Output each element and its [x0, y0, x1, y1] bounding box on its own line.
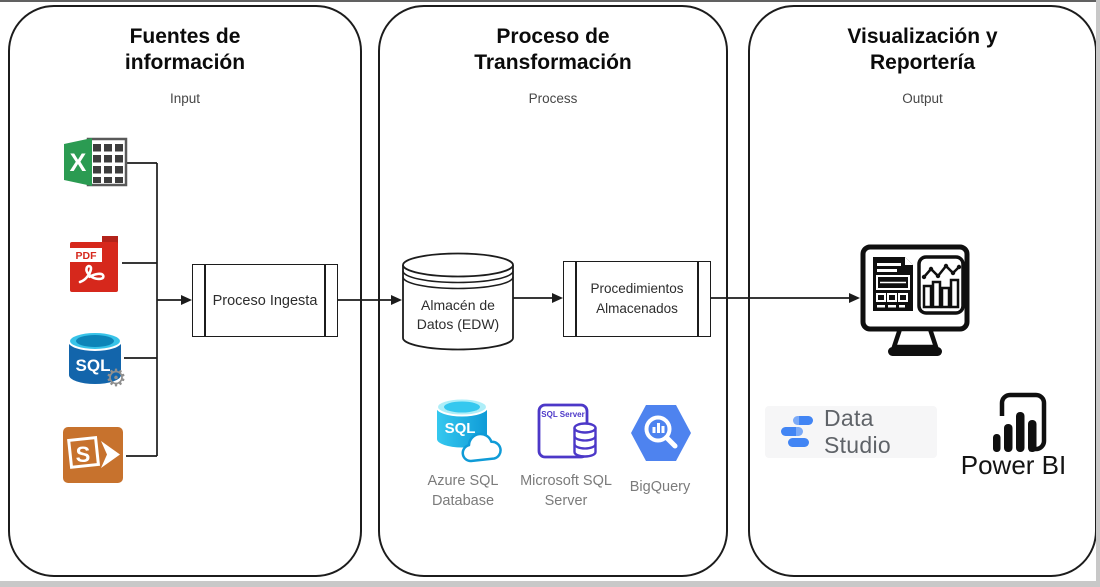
dashboard-monitor-icon: [860, 244, 970, 356]
procedimientos-almacenados-node: Procedimientos Almacenados: [563, 261, 711, 337]
excel-icon: X: [64, 137, 128, 187]
panel-subtitle: Input: [169, 91, 201, 107]
node-label: Proceso Ingesta: [212, 292, 318, 309]
edw-label-line1: Almacén de: [421, 297, 495, 313]
panel-title-line1: Visualización y: [847, 25, 998, 48]
panel-subtitle: Process: [528, 91, 578, 107]
sql-database-icon: SQL ⚙: [68, 331, 126, 390]
panel-title: Visualización y Reportería: [750, 24, 1095, 76]
panel-title-line1: Proceso de: [496, 25, 610, 48]
azure-sql-database-label: Azure SQL Database: [427, 473, 499, 509]
pdf-label: PDF: [76, 250, 98, 262]
edw-label-line2: Datos (EDW): [417, 316, 499, 332]
azure-sql-database-icon: SQL: [436, 397, 502, 463]
arrowhead: [181, 295, 192, 305]
frame-edge-top: [0, 0, 1100, 2]
frame-edge-right: [1096, 0, 1100, 587]
magnifier-icon: [644, 415, 672, 443]
azure-sql-text: SQL: [445, 420, 476, 437]
node-label-line1: Procedimientos: [590, 280, 684, 296]
bigquery-icon: [631, 405, 691, 461]
panel-title-line2: información: [124, 51, 246, 75]
arrowhead: [391, 295, 402, 305]
sharepoint-icon: S: [63, 427, 123, 483]
data-studio-label: Data Studio: [823, 405, 891, 458]
pdf-icon: PDF: [70, 236, 118, 292]
edw-cylinder-node: Almacén de Datos (EDW): [402, 252, 514, 351]
sharepoint-square: [67, 435, 101, 469]
excel-letter: X: [70, 149, 87, 177]
proceso-ingesta-node: Proceso Ingesta: [192, 264, 338, 337]
sql-server-text: SQL Server: [541, 410, 584, 419]
cloud-icon: [461, 432, 502, 463]
sql-label: SQL: [76, 356, 111, 375]
data-studio-icon: [773, 409, 817, 455]
arrowhead: [849, 293, 860, 303]
arrowhead: [552, 293, 563, 303]
panel-title: Fuentes de información: [10, 24, 360, 76]
bigquery-label: BigQuery: [629, 479, 691, 495]
panel-title-line2: Reportería: [869, 51, 976, 75]
panel-title-line1: Fuentes de: [129, 25, 241, 48]
sql-server-icon: SQL Server: [537, 403, 597, 459]
frame-edge-bottom: [0, 581, 1100, 587]
sharepoint-letter: S: [76, 442, 91, 467]
power-bi-icon: [993, 392, 1047, 456]
panel-title: Proceso de Transformación: [380, 24, 726, 76]
acrobat-swirl: [78, 264, 105, 284]
gear-icon: ⚙: [105, 365, 126, 390]
panel-title-line2: Transformación: [474, 51, 632, 75]
data-studio-logo: Data Studio: [765, 405, 937, 458]
power-bi-label: Power BI: [960, 450, 1067, 480]
panel-subtitle: Output: [902, 91, 943, 107]
node-label-line2: Almacenados: [596, 301, 678, 316]
sql-server-label: Microsoft SQL Server: [520, 473, 612, 509]
sharepoint-arrow: [101, 441, 120, 468]
